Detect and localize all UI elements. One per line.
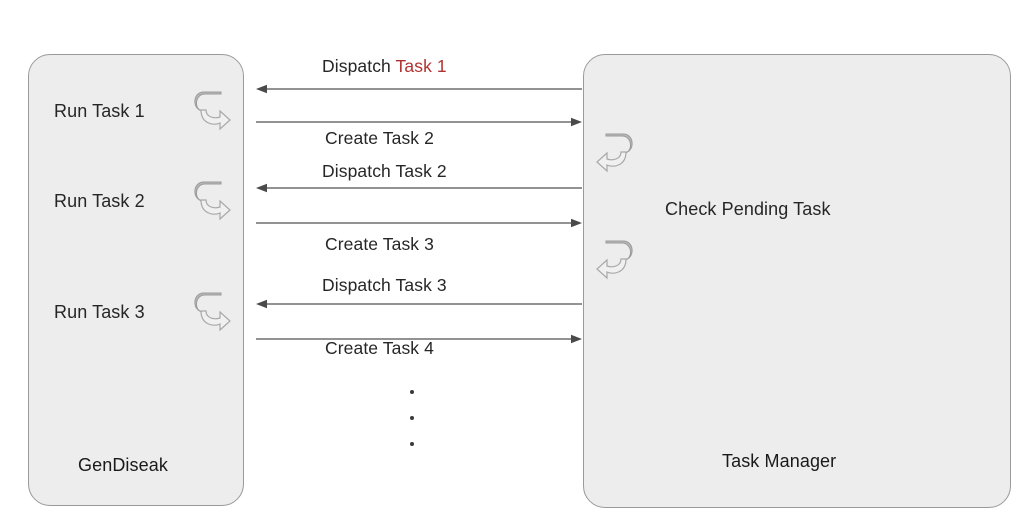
create-task-3-arrow xyxy=(256,216,582,228)
dispatch-task-3-arrow xyxy=(256,297,582,309)
loop-arrow-icon xyxy=(190,176,232,224)
message-label-dispatch-task-3: Dispatch Task 3 xyxy=(322,275,447,296)
ellipsis-dot xyxy=(410,390,414,394)
message-label-dispatch-task-1: Dispatch Task 1 xyxy=(322,56,447,77)
gendiseak-footer-label: GenDiseak xyxy=(78,455,168,475)
message-label-create-task-2: Create Task 2 xyxy=(325,128,434,149)
create-task-4-arrow xyxy=(256,332,582,344)
ellipsis-dot xyxy=(410,416,414,420)
dispatch-task-2-arrow xyxy=(256,181,582,193)
gendiseak-process-box xyxy=(28,54,244,506)
check-pending-task-label: Check Pending Task xyxy=(665,199,831,219)
message-label-prefix: Create Task 4 xyxy=(325,338,434,358)
dispatch-task-1-arrow xyxy=(256,82,582,94)
message-label-prefix: Dispatch Task 3 xyxy=(322,275,447,295)
loop-arrow-icon xyxy=(190,287,232,335)
loop-arrow-icon xyxy=(595,235,637,283)
message-label-create-task-4: Create Task 4 xyxy=(325,338,434,359)
task-manager-footer-label: Task Manager xyxy=(722,451,837,471)
ellipsis-dot xyxy=(410,442,414,446)
message-label-prefix: Create Task 3 xyxy=(325,234,434,254)
message-label-create-task-3: Create Task 3 xyxy=(325,234,434,255)
message-label-dispatch-task-2: Dispatch Task 2 xyxy=(322,161,447,182)
task-manager-process-box xyxy=(583,54,1011,508)
loop-arrow-icon xyxy=(595,128,637,176)
left-row-label-run-task-3: Run Task 3 xyxy=(54,302,145,322)
left-row-label-run-task-1: Run Task 1 xyxy=(54,101,145,121)
message-label-highlight: Task 1 xyxy=(395,56,447,76)
message-label-prefix: Create Task 2 xyxy=(325,128,434,148)
message-label-prefix: Dispatch xyxy=(322,56,396,76)
left-row-label-run-task-2: Run Task 2 xyxy=(54,191,145,211)
loop-arrow-icon xyxy=(190,86,232,134)
message-label-prefix: Dispatch Task 2 xyxy=(322,161,447,181)
create-task-2-arrow xyxy=(256,115,582,127)
